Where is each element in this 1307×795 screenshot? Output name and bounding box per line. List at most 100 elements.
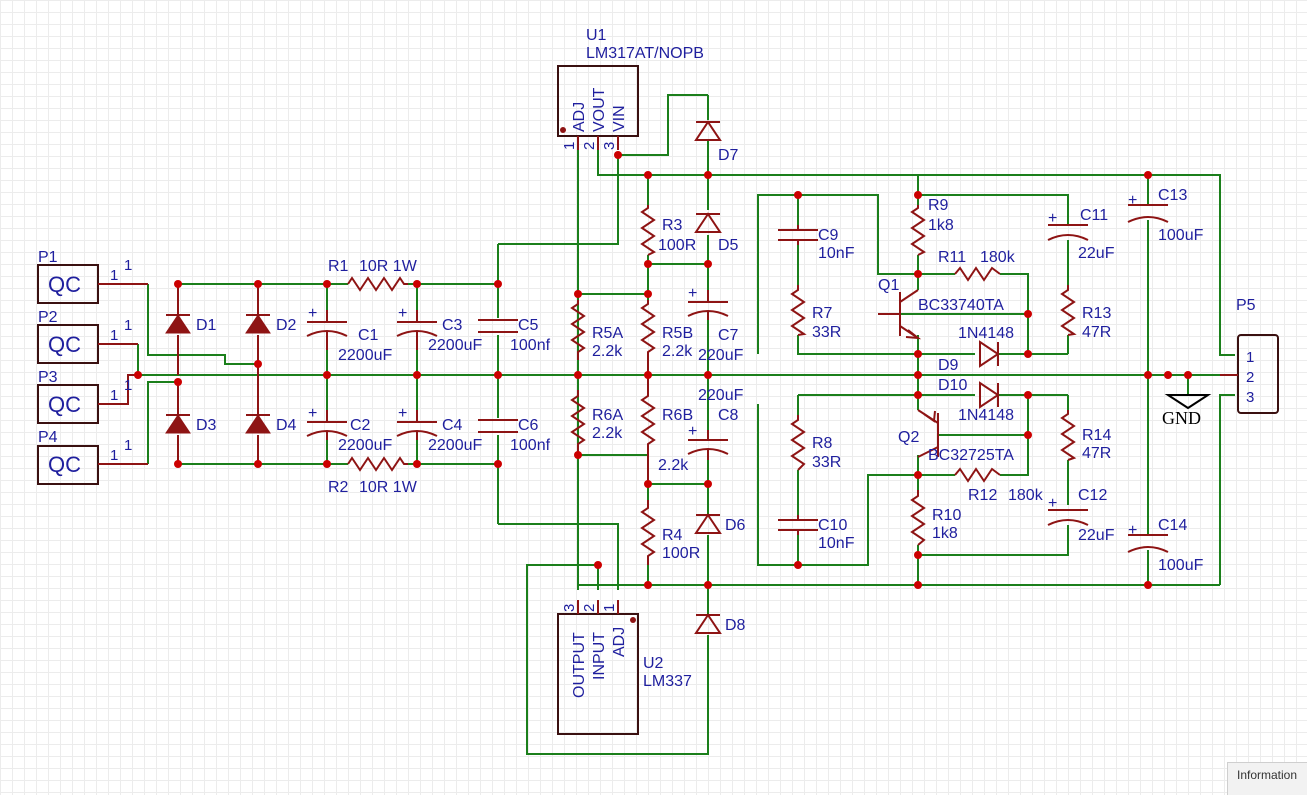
- u1-ref: U1: [586, 27, 607, 44]
- capacitor-ref: C12: [1078, 487, 1107, 504]
- resistor-r12[interactable]: R12 180k: [954, 467, 1044, 504]
- resistor-r4[interactable]: R4 100R: [640, 500, 700, 565]
- u1-pinnum: 1: [561, 142, 578, 150]
- capacitor-c6[interactable]: C6 100nf: [478, 417, 551, 454]
- resistor-r13[interactable]: R13 47R: [1060, 285, 1111, 341]
- diode-value: 1N4148: [958, 407, 1014, 424]
- capacitor-c8[interactable]: + C8 220uF: [687, 387, 744, 460]
- diode-d5[interactable]: D5: [695, 213, 739, 254]
- svg-text:+: +: [308, 305, 317, 322]
- capacitor-c14[interactable]: + C14 100uF: [1127, 517, 1204, 574]
- regulator-u2[interactable]: OUTPUT INPUT ADJ 3 2 1 U2 LM337: [557, 600, 692, 735]
- resistor-r11[interactable]: R11 180k: [938, 249, 1016, 282]
- capacitor-value: 100uF: [1158, 557, 1204, 574]
- resistor-value: 2.2k: [592, 425, 623, 442]
- capacitor-ref: C13: [1158, 187, 1187, 204]
- connector-p1[interactable]: QC P1 1 1: [37, 249, 148, 304]
- diode-d7[interactable]: D7: [695, 121, 739, 164]
- diode-ref: D4: [276, 417, 297, 434]
- diode-d8[interactable]: D8: [695, 614, 746, 634]
- resistor-r14[interactable]: R14 47R: [1060, 410, 1111, 462]
- capacitor-c3[interactable]: + C3 2200uF: [396, 305, 482, 354]
- u2-pinnum: 1: [601, 604, 618, 612]
- diode-ref: D1: [196, 317, 217, 334]
- ground-label: GND: [1162, 408, 1201, 428]
- connector-p3[interactable]: QC P3 1 1: [37, 369, 138, 424]
- resistor-ref: R14: [1082, 427, 1111, 444]
- diode-d4[interactable]: D4: [245, 375, 297, 464]
- resistor-r2[interactable]: R2 10R 1W: [328, 456, 418, 496]
- svg-text:+: +: [1128, 522, 1137, 539]
- resistor-value: 10R 1W: [359, 479, 418, 496]
- capacitor-c5[interactable]: C5 100nf: [478, 317, 551, 354]
- diode-d1[interactable]: D1: [165, 284, 217, 375]
- connector-ref: P5: [1236, 297, 1256, 314]
- capacitor-c1[interactable]: + C1 2200uF: [306, 305, 392, 364]
- capacitor-ref: C8: [718, 407, 739, 424]
- resistor-r6b[interactable]: R6B 2.2k: [640, 375, 693, 480]
- connector-pinnum: 1: [124, 317, 132, 334]
- information-tab[interactable]: Information: [1227, 762, 1307, 795]
- capacitor-c7[interactable]: + C7 220uF: [687, 285, 744, 364]
- svg-text:+: +: [308, 405, 317, 422]
- resistor-ref: R7: [812, 305, 833, 322]
- diode-d6[interactable]: D6: [695, 514, 746, 534]
- connector-pin: 1: [110, 327, 118, 344]
- capacitor-c11[interactable]: + C11 22uF: [1047, 207, 1115, 262]
- diode-value: 1N4148: [958, 325, 1014, 342]
- u2-pinnum: 3: [561, 604, 578, 612]
- resistor-ref: R13: [1082, 305, 1111, 322]
- diode-d2[interactable]: D2: [245, 284, 297, 375]
- capacitor-value: 22uF: [1078, 527, 1115, 544]
- u1-pin-vout: VOUT: [591, 87, 608, 132]
- resistor-value: 33R: [812, 454, 841, 471]
- capacitor-c13[interactable]: + C13 100uF: [1127, 187, 1204, 244]
- resistor-r1[interactable]: R1 10R 1W: [328, 258, 418, 292]
- capacitor-c10[interactable]: C10 10nF: [778, 515, 855, 552]
- connector-ref: P1: [38, 249, 58, 266]
- connector-ref: P3: [38, 369, 58, 386]
- resistor-value: 33R: [812, 324, 841, 341]
- capacitor-c9[interactable]: C9 10nF: [778, 225, 855, 262]
- resistor-r6a[interactable]: R6A 2.2k: [570, 390, 623, 455]
- diode-d9[interactable]: 1N4148 D9: [938, 325, 1014, 374]
- diode-ref: D8: [725, 617, 746, 634]
- diode-d10[interactable]: D10 1N4148: [938, 377, 1014, 424]
- capacitor-c4[interactable]: + C4 2200uF: [396, 405, 482, 454]
- capacitor-ref: C1: [358, 327, 379, 344]
- connector-p5[interactable]: P5 1 2 3: [1220, 297, 1279, 414]
- resistor-ref: R2: [328, 479, 349, 496]
- resistor-ref: R6B: [662, 407, 693, 424]
- resistor-r10[interactable]: R10 1k8: [910, 490, 961, 546]
- resistor-r5a[interactable]: R5A 2.2k: [570, 300, 623, 360]
- resistor-r7[interactable]: R7 33R: [790, 285, 841, 341]
- capacitor-ref: C6: [518, 417, 539, 434]
- connector-label: QC: [48, 452, 81, 477]
- resistor-r9[interactable]: R9 1k8: [910, 197, 954, 256]
- capacitor-c12[interactable]: + C12 22uF: [1047, 487, 1115, 544]
- capacitor-value: 22uF: [1078, 245, 1115, 262]
- capacitor-value: 10nF: [818, 535, 855, 552]
- diode-d3[interactable]: D3: [165, 382, 217, 464]
- u1-pin-vin: VIN: [611, 105, 628, 132]
- capacitor-ref: C4: [442, 417, 463, 434]
- diode-ref: D3: [196, 417, 217, 434]
- transistor-q2[interactable]: Q2 BC32725TA: [898, 409, 1014, 464]
- wires: [137, 94, 1235, 755]
- resistor-r3[interactable]: R3 100R: [640, 205, 696, 256]
- capacitor-value: 100nf: [510, 437, 551, 454]
- ground-symbol[interactable]: GND: [1162, 394, 1212, 428]
- capacitor-c2[interactable]: + C2 2200uF: [306, 405, 392, 454]
- u2-value: LM337: [643, 673, 692, 690]
- connector-pin: 1: [110, 387, 118, 404]
- resistor-r8[interactable]: R8 33R: [790, 415, 841, 471]
- connector-pin: 2: [1246, 369, 1254, 386]
- regulator-u1[interactable]: ADJ VOUT VIN 1 2 3 U1 LM317AT/NOPB: [557, 27, 704, 150]
- connector-p2[interactable]: QC P2 1 1: [37, 309, 138, 364]
- capacitor-ref: C10: [818, 517, 847, 534]
- connector-p4[interactable]: QC P4 1 1: [37, 429, 148, 485]
- transistor-q1[interactable]: Q1 BC33740TA: [878, 277, 1004, 340]
- resistor-r5b[interactable]: R5B 2.2k: [640, 300, 693, 375]
